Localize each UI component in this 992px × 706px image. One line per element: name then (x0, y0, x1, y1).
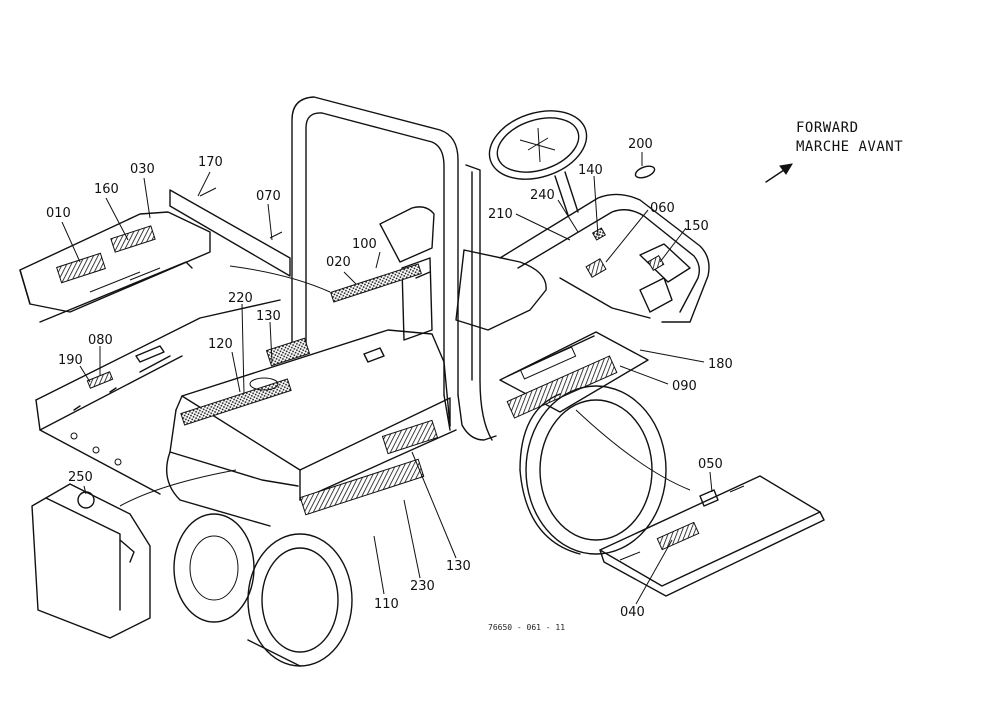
callout-100: 100 (352, 237, 377, 252)
callout-130-bottom: 130 (446, 559, 471, 574)
callout-200: 200 (628, 137, 653, 152)
callout-130-top: 130 (256, 309, 281, 324)
callout-240: 240 (530, 188, 555, 203)
drawing-code: 76650 - 061 - 11 (488, 623, 565, 632)
foot-plate (599, 475, 825, 597)
callout-250: 250 (68, 470, 93, 485)
floor-plate (499, 331, 649, 419)
callout-220: 220 (228, 291, 253, 306)
callout-190: 190 (58, 353, 83, 368)
callout-030: 030 (130, 162, 155, 177)
top-strip (330, 263, 422, 303)
lower-left-housing (31, 483, 151, 639)
callout-110: 110 (374, 597, 399, 612)
callout-230: 230 (410, 579, 435, 594)
callout-120: 120 (208, 337, 233, 352)
hood (166, 329, 457, 527)
roll-bar (291, 96, 497, 441)
leader-lines (61, 152, 713, 605)
forward-arrow-icon (765, 163, 793, 183)
callout-170: 170 (198, 155, 223, 170)
rear-left-panel (19, 211, 211, 323)
rear-deck (35, 299, 281, 495)
callout-060: 060 (650, 201, 675, 216)
callout-090: 090 (672, 379, 697, 394)
callout-150: 150 (684, 219, 709, 234)
forward-label: FORWARD (796, 120, 859, 136)
front-wheel (519, 385, 667, 555)
steering-wheel (488, 110, 588, 216)
callout-010: 010 (46, 206, 71, 221)
callout-140: 140 (578, 163, 603, 178)
callout-050: 050 (698, 457, 723, 472)
forward-label-fr: MARCHE AVANT (796, 139, 903, 155)
callout-040: 040 (620, 605, 645, 620)
callout-080: 080 (88, 333, 113, 348)
callout-070: 070 (256, 189, 281, 204)
rear-wheel (173, 513, 353, 667)
front-panel (499, 165, 710, 323)
callout-020: 020 (326, 255, 351, 270)
callout-210: 210 (488, 207, 513, 222)
callout-180: 180 (708, 357, 733, 372)
callout-160: 160 (94, 182, 119, 197)
seat (379, 206, 547, 341)
callouts: 010 160 030 170 070 020 100 220 130 120 … (46, 137, 733, 620)
